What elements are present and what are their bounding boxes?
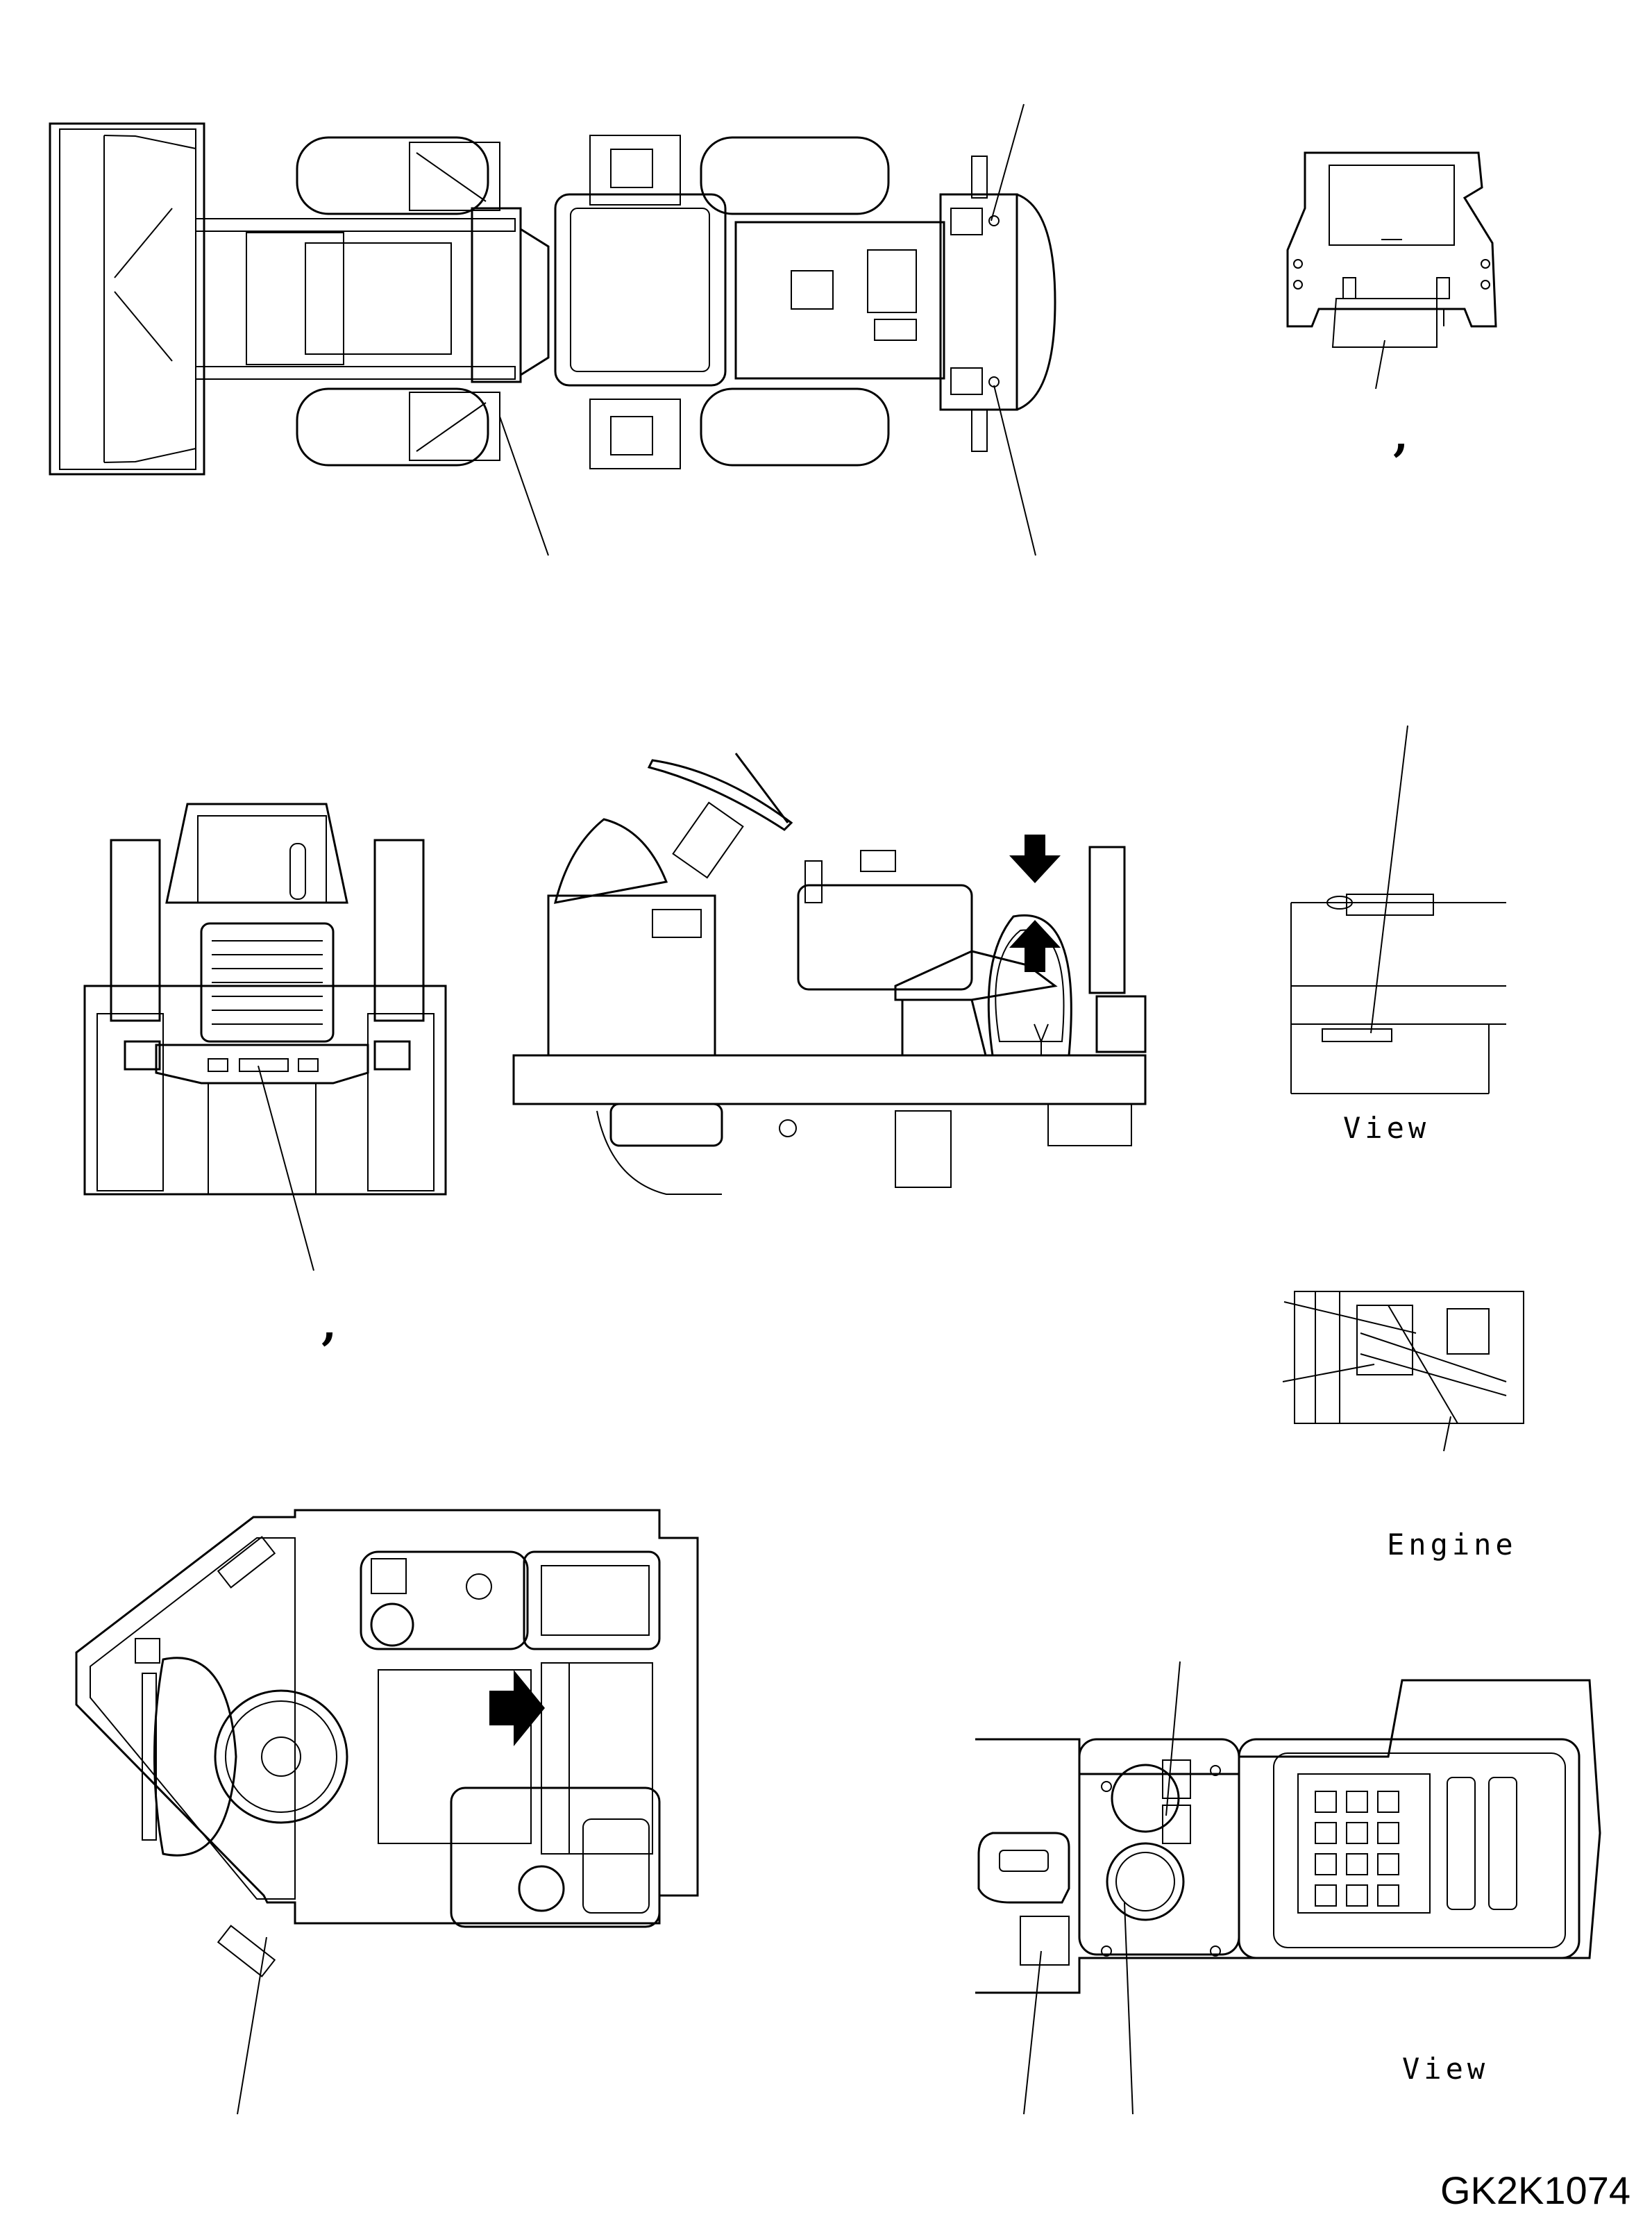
- view-label-upper: View: [1343, 1111, 1431, 1145]
- machine-top-view: [49, 103, 1056, 556]
- view-detail-upper: [1290, 725, 1506, 1094]
- callout-comma-1: ,: [1393, 410, 1409, 462]
- cab-floor-top-view: [75, 1509, 699, 2115]
- rear-detail: [1286, 151, 1497, 390]
- view-detail-lower: [975, 1661, 1601, 2115]
- cab-side-view: [512, 753, 1147, 1195]
- engine-label: Engine: [1387, 1528, 1517, 1562]
- callout-comma-2: ,: [321, 1298, 337, 1350]
- machine-front-view: [83, 803, 447, 1271]
- view-label-lower: View: [1402, 2052, 1490, 2086]
- drawing-code: GK2K1074: [1440, 2168, 1630, 2212]
- engine-detail: [1282, 1291, 1524, 1452]
